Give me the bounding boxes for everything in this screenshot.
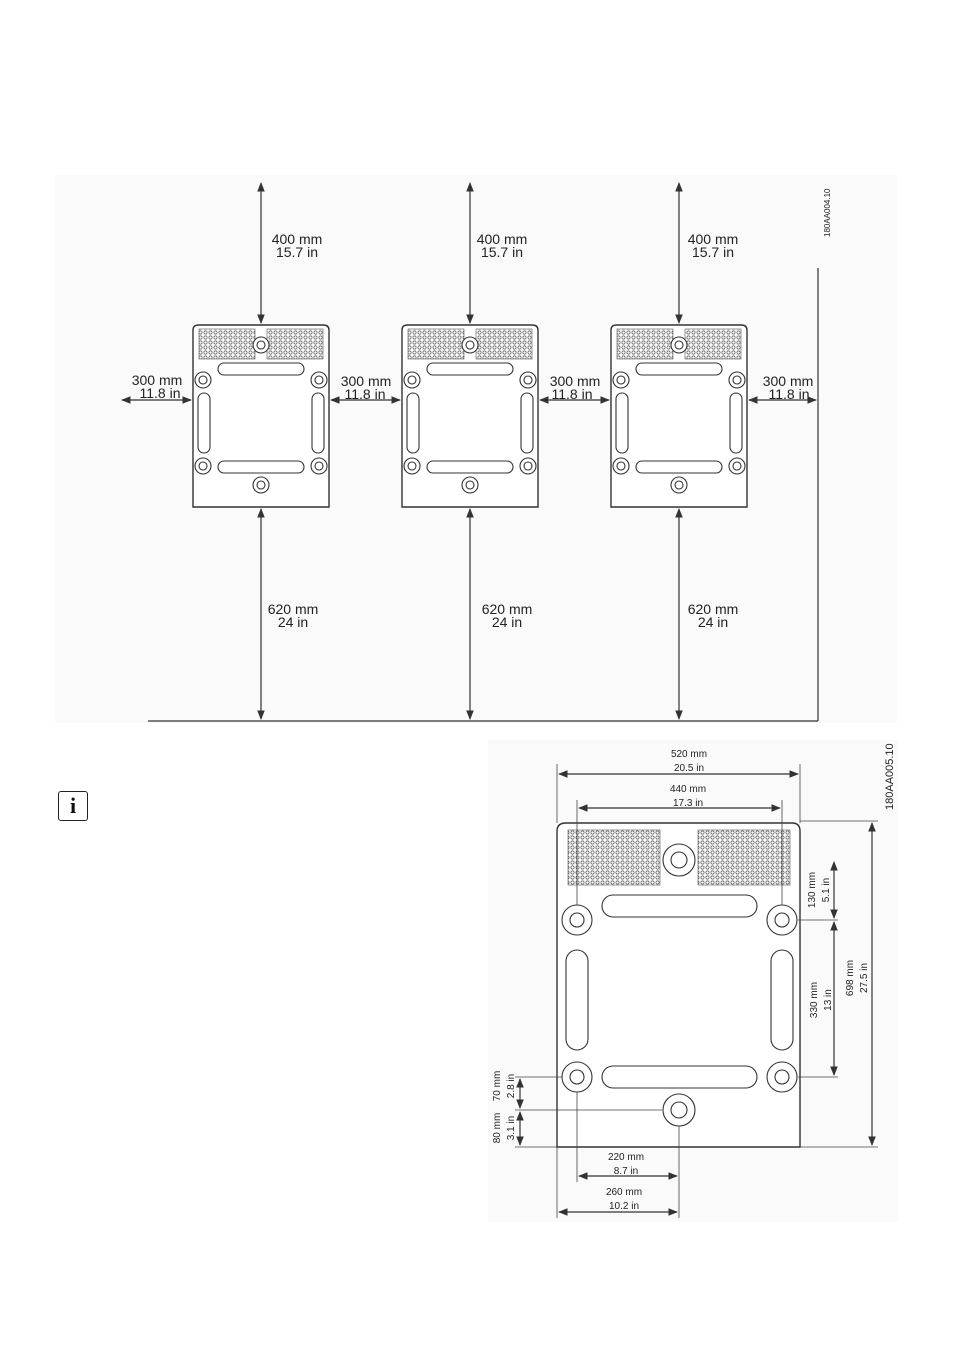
- bottom-hole-offset-mm: 70 mm: [492, 1071, 503, 1102]
- bottom-clearance-in-2: 24 in: [492, 614, 522, 630]
- dim-220-in: 8.7 in: [614, 1166, 638, 1177]
- side-clearance-in-2: 11.8 in: [345, 386, 386, 402]
- top-clearance-mm-1: 400 mm: [272, 231, 323, 247]
- side-clearance-in-1: 11.8 in: [140, 385, 181, 401]
- bottom-clearance-mm-3: 620 mm: [688, 601, 739, 617]
- hole-spacing-in: 13 in: [823, 989, 834, 1011]
- dim-260-in: 10.2 in: [609, 1201, 639, 1212]
- height-total-mm: 698 mm: [845, 960, 856, 996]
- side-clearance-mm-1: 300 mm: [132, 372, 183, 388]
- top-clearance-in-2: 15.7 in: [481, 244, 523, 260]
- height-total-in: 27.5 in: [859, 963, 870, 993]
- top-clearance-mm-3: 400 mm: [688, 231, 739, 247]
- top-hole-offset-in: 5.1 in: [821, 878, 832, 902]
- top-figure: 400 mm 15.7 in 400 mm 15.7 in 400 mm 15.…: [55, 175, 897, 723]
- drive-unit-3: [610, 324, 748, 508]
- top-clearance-in-3: 15.7 in: [692, 244, 734, 260]
- drive-unit-1: [192, 324, 330, 508]
- dim-260-mm: 260 mm: [606, 1187, 642, 1198]
- side-clearance-mm-2: 300 mm: [341, 373, 392, 389]
- bottom-center-offset-in: 3.1 in: [506, 1116, 517, 1140]
- bottom-clearance-mm-2: 620 mm: [482, 601, 533, 617]
- bottom-clearance-in-1: 24 in: [278, 614, 308, 630]
- bottom-hole-offset-in: 2.8 in: [506, 1074, 517, 1098]
- bottom-figure: 520 mm 20.5 in 440 mm 17.3 in 220 mm 8.7…: [488, 740, 898, 1222]
- hole-spacing-mm: 330 mm: [809, 982, 820, 1018]
- figure-code-bottom: 180AA005.10: [884, 743, 896, 810]
- side-clearance-in-4: 11.8 in: [769, 386, 810, 402]
- top-clearance-mm-2: 400 mm: [477, 231, 528, 247]
- side-clearance-in-3: 11.8 in: [552, 386, 593, 402]
- width-outer-in: 20.5 in: [674, 763, 704, 774]
- bottom-center-offset-mm: 80 mm: [492, 1113, 503, 1144]
- width-inner-mm: 440 mm: [670, 784, 706, 795]
- drive-unit-2: [401, 324, 539, 508]
- bottom-clearance-in-3: 24 in: [698, 614, 728, 630]
- bottom-clearance-mm-1: 620 mm: [268, 601, 319, 617]
- dim-220-mm: 220 mm: [608, 1152, 644, 1163]
- top-hole-offset-mm: 130 mm: [807, 872, 818, 908]
- width-outer-mm: 520 mm: [671, 749, 707, 760]
- top-clearance-in-1: 15.7 in: [276, 244, 318, 260]
- info-icon: i: [58, 791, 88, 821]
- figure-code-top: 180AA004.10: [823, 188, 832, 237]
- side-clearance-mm-4: 300 mm: [763, 373, 814, 389]
- side-clearance-mm-3: 300 mm: [550, 373, 601, 389]
- width-inner-in: 17.3 in: [673, 798, 703, 809]
